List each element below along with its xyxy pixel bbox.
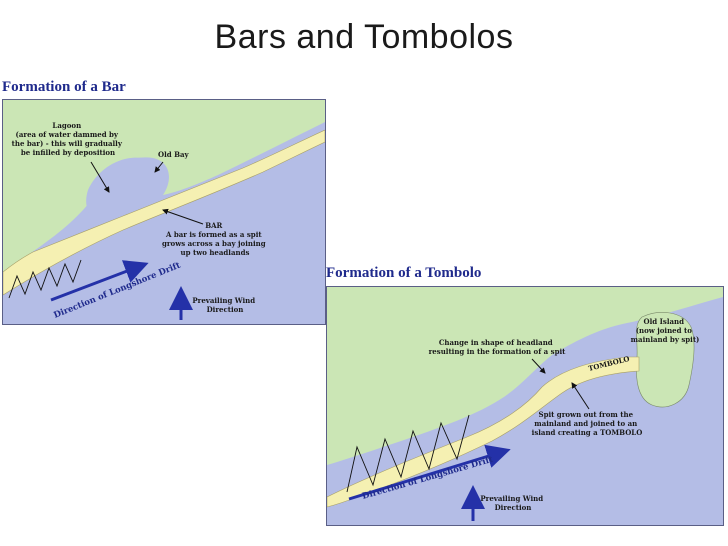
- longshore-drift-arrow: [50, 260, 149, 302]
- bar-figure-heading: Formation of a Bar: [2, 79, 126, 95]
- land-area: [3, 100, 325, 275]
- bar-diagram: Lagoon (area of water dammed by the bar)…: [2, 99, 326, 325]
- spit-label: Spit grown out from the mainland and joi…: [532, 410, 643, 437]
- old-bay-label: Old Bay: [158, 150, 190, 159]
- swash-zigzag: [8, 259, 82, 299]
- old-bay-pointer: [154, 161, 164, 173]
- bar-label: BAR A bar is formed as a spit grows acro…: [162, 221, 268, 257]
- swash-zigzag: [346, 414, 470, 493]
- tombolo-wind-label: Prevailing Wind Direction: [480, 494, 545, 512]
- old-island-label: Old Island (now joined to mainland by sp…: [631, 317, 700, 344]
- longshore-drift-arrow: [348, 444, 511, 501]
- old-island: [636, 312, 695, 408]
- tombolo-figure-heading: Formation of a Tombolo: [326, 265, 482, 281]
- tombolo-diagram: Change in shape of headland resulting in…: [326, 286, 724, 526]
- slide-title: Bars and Tombolos: [214, 18, 514, 56]
- headland-label: Change in shape of headland resulting in…: [429, 338, 567, 356]
- spit-pointer: [571, 382, 590, 410]
- lagoon-area: [86, 157, 159, 223]
- mainland-area: [327, 287, 723, 465]
- headland-pointer: [531, 358, 546, 374]
- bar-pointer: [162, 208, 204, 225]
- lagoon-label: Lagoon (area of water dammed by the bar)…: [12, 121, 125, 157]
- bar-wind-label: Prevailing Wind Direction: [192, 296, 257, 314]
- lagoon-pointer: [90, 161, 110, 193]
